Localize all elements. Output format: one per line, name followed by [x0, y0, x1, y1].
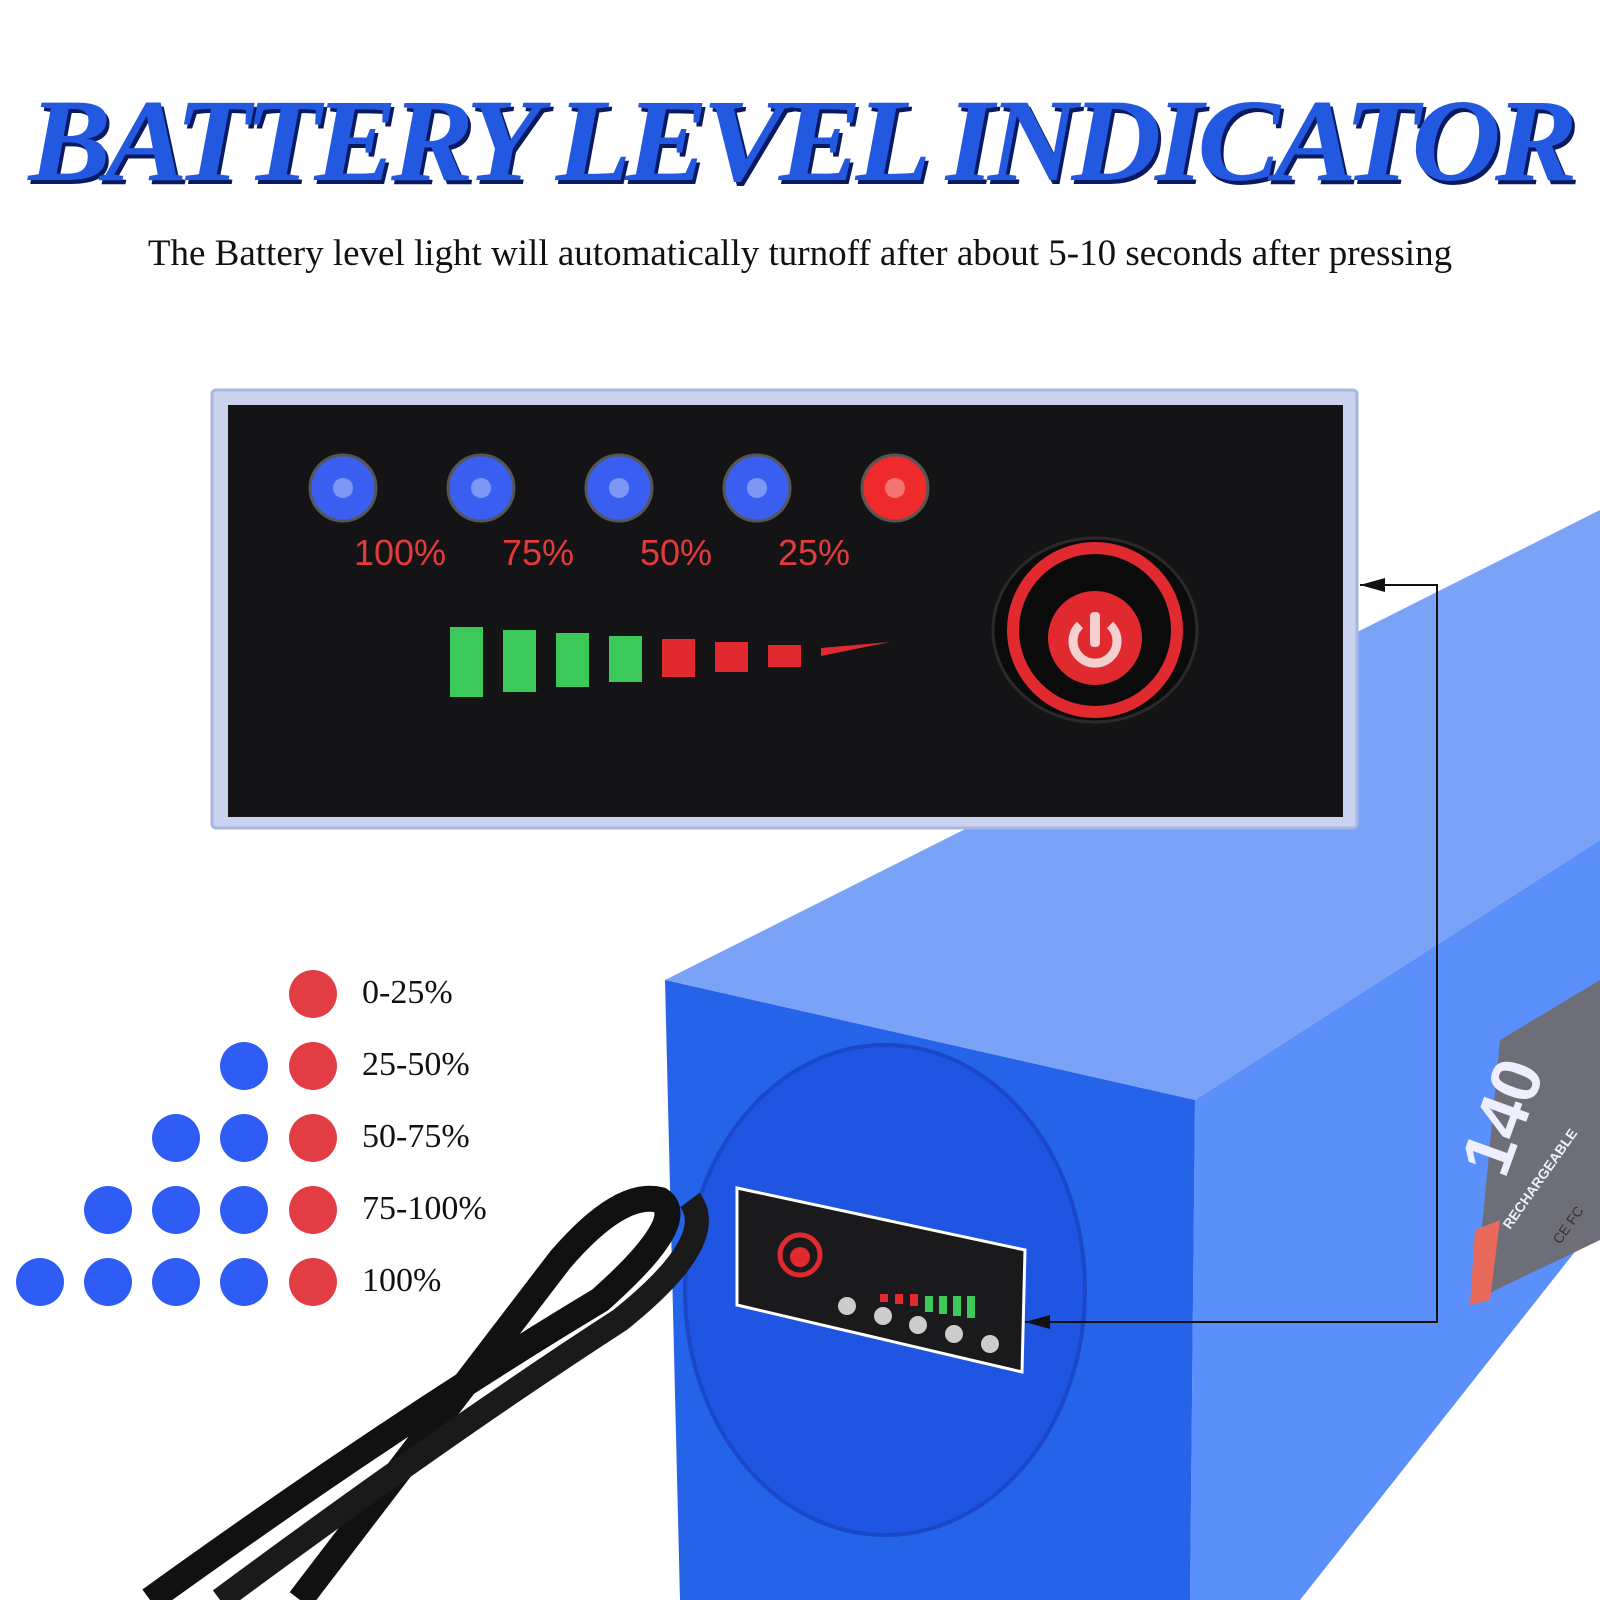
arrow-head-icon — [1360, 578, 1385, 592]
led-glow — [471, 478, 491, 498]
power-button[interactable] — [991, 536, 1199, 724]
blue-dot-icon — [220, 1114, 268, 1162]
led-indicator — [308, 453, 378, 523]
legend-label: 0-25% — [362, 974, 453, 1011]
cable — [142, 1185, 681, 1600]
blue-dot-icon — [220, 1258, 268, 1306]
blue-dot-icon — [84, 1258, 132, 1306]
led-label: 100% — [354, 532, 446, 573]
level-bar-graph — [450, 627, 890, 697]
legend-label: 25-50% — [362, 1046, 470, 1083]
led-glow — [747, 478, 767, 498]
blue-dot-icon — [152, 1258, 200, 1306]
blue-dot-icon — [16, 1258, 64, 1306]
arrow-head-icon — [1025, 1315, 1050, 1329]
legend-label: 50-75% — [362, 1118, 470, 1155]
blue-dot-icon — [220, 1186, 268, 1234]
legend-label: 100% — [362, 1262, 442, 1299]
led-indicator — [446, 453, 516, 523]
page-title: BATTERY LEVEL INDICATOR — [28, 75, 1577, 206]
legend-row: 75-100% — [0, 1186, 600, 1236]
callout-connector — [1025, 584, 1438, 1323]
led-label: 25% — [778, 532, 850, 573]
battery-brand-label: 140 RECHARGEABLE CE FC — [1446, 980, 1600, 1305]
red-dot-icon — [289, 1258, 337, 1306]
red-dot-icon — [289, 1114, 337, 1162]
led-glow — [885, 478, 905, 498]
blue-dot-icon — [220, 1042, 268, 1090]
led-glow — [609, 478, 629, 498]
red-dot-icon — [289, 1186, 337, 1234]
power-icon — [1068, 621, 1122, 668]
battery-side-face — [1190, 840, 1600, 1600]
led-indicator — [722, 453, 792, 523]
led-label: 75% — [502, 532, 574, 573]
legend-row: 100% — [0, 1258, 600, 1308]
mini-indicator-panel — [735, 1186, 1027, 1374]
red-dot-icon — [289, 1042, 337, 1090]
indicator-panel-closeup: 100% 75% 50% 25% — [210, 388, 1359, 830]
legend-row: 50-75% — [0, 1114, 600, 1164]
legend-label: 75-100% — [362, 1190, 487, 1227]
blue-dot-icon — [84, 1186, 132, 1234]
blue-dot-icon — [152, 1186, 200, 1234]
led-indicator — [860, 453, 930, 523]
cable — [212, 1192, 709, 1600]
led-glow — [333, 478, 353, 498]
legend-row: 25-50% — [0, 1042, 600, 1092]
blue-dot-icon — [152, 1114, 200, 1162]
subtitle: The Battery level light will automatical… — [147, 233, 1453, 274]
legend-row: 0-25% — [0, 970, 600, 1020]
led-indicator — [584, 453, 654, 523]
red-dot-icon — [289, 970, 337, 1018]
led-label: 50% — [640, 532, 712, 573]
